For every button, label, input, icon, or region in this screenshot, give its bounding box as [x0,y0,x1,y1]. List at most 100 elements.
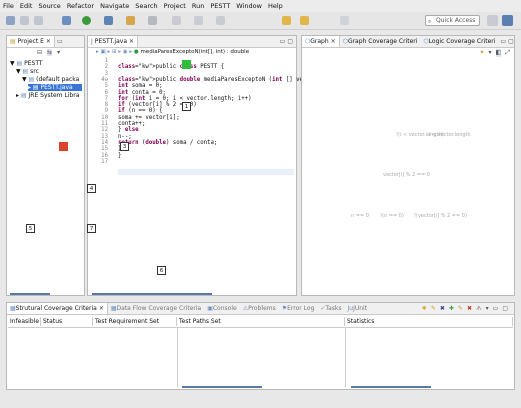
tree-item[interactable]: ▸ ▤ PESTT.java [28,84,82,91]
external-tools-icon[interactable] [104,16,113,25]
remove-icon[interactable]: ✖ [439,305,445,312]
new-icon[interactable] [6,16,15,25]
code-line[interactable]: conta++; [118,121,146,127]
menu-item-project[interactable]: Project [163,2,186,10]
code-line[interactable]: return (double) soma / conta; [118,139,218,146]
pencil-icon[interactable]: ✎ [430,305,436,312]
pestt-perspective-icon[interactable] [502,15,513,26]
tab-error-log[interactable]: ⚑ Error Log [279,303,318,314]
code-line[interactable]: } [118,152,122,159]
edit-icon[interactable]: ✎ [457,305,463,312]
refresh-graph-icon[interactable]: ✦ [479,49,485,56]
graph-node[interactable]: 3 [120,142,129,151]
close-icon[interactable]: ✕ [45,38,51,45]
graph-node[interactable]: 4 [87,184,96,193]
tree-item[interactable]: ▼ ▤ PESTT [10,60,43,67]
annotation-icon[interactable] [172,16,181,25]
menu-item-source[interactable]: Source [38,2,61,10]
code-line[interactable]: for (int i = 0; i < vector.length; i++) [118,95,252,102]
graph-node[interactable] [59,142,68,151]
run-icon[interactable] [82,16,91,25]
expand-arrow-icon[interactable]: ▼ [22,76,29,83]
menu-item-navigate[interactable]: Navigate [100,2,130,10]
tree-item[interactable]: ▼ ▤ (default packa [22,76,79,83]
code-line[interactable]: n--; [118,133,132,140]
link-icon[interactable]: ⤢ [505,49,510,56]
close-icon[interactable]: ✕ [98,305,104,312]
code-line[interactable]: } else [118,127,139,134]
next-annotation-icon[interactable] [194,16,203,25]
expand-arrow-icon[interactable]: ▸ [16,92,21,99]
menu-item-pestt[interactable]: PESTT [210,2,231,10]
tab-project-explorer[interactable]: ▤ Project E ✕ [7,36,55,47]
collapse-all-icon[interactable]: ⊟ [37,49,43,56]
tree-item[interactable]: ▼ ▤ src [16,68,39,75]
minimize-icon[interactable]: ▭ [56,38,63,45]
code-line[interactable]: int conta = 0; [118,89,166,96]
menu-item-search[interactable]: Search [135,2,158,10]
tab-tasks[interactable]: ✓ Tasks [317,303,344,314]
code-line[interactable]: if (vector[i] % 2 == 0) [118,102,197,109]
column-header[interactable]: Infeasible [10,317,41,326]
debug-icon[interactable] [62,16,71,25]
menu-item-file[interactable]: File [3,2,14,10]
close-icon[interactable]: ✕ [330,38,336,45]
pin-icon[interactable] [340,16,349,25]
minimize-icon[interactable]: ▭ [492,305,499,312]
column-header[interactable]: Status [41,317,93,326]
menu-item-edit[interactable]: Edit [19,2,33,10]
tree-item[interactable]: ▸ ▤ JRE System Libra [16,92,79,99]
horizontal-scrollbar[interactable] [182,386,262,388]
maximize-icon[interactable]: ▢ [508,38,514,45]
code-line[interactable]: } [118,146,121,152]
add-icon[interactable]: ✚ [448,305,454,312]
code-line[interactable]: soma += vector[i]; [118,114,180,121]
menu-item-window[interactable]: Window [236,2,262,10]
back-icon[interactable] [282,16,291,25]
close-icon[interactable]: ✕ [129,38,135,45]
column-header[interactable]: Statistics [345,317,513,326]
tab-graph[interactable]: ⬡ Graph✕ [302,36,340,47]
breadcrumb[interactable]: ▸ ▣ ▸ ⊞ ▸ ◉ ▸ ● mediaParesExceptoN(int[]… [96,49,250,55]
code-line[interactable]: if (n == 0) { [118,108,163,115]
horizontal-scrollbar[interactable] [351,386,431,388]
tab-data-flow-coverage-criteria[interactable]: ▦ Data Flow Coverage Criteria [108,303,204,314]
graph-node[interactable]: 7 [87,224,96,233]
tab-logic-coverage-criteri[interactable]: ⬡ Logic Coverage Criteri [420,36,498,47]
star-icon[interactable]: ✸ [421,305,427,312]
minimize-icon[interactable]: ▭ [500,38,507,45]
previous-annotation-icon[interactable] [216,16,225,25]
tab-graph-coverage-criteri[interactable]: ⬡ Graph Coverage Criteri [340,36,421,47]
maximize-icon[interactable]: ▢ [502,305,508,312]
graph-node[interactable]: 1 [182,102,191,111]
tab-pestt-java[interactable]: J PESTT.java ✕ [88,36,139,47]
maximize-icon[interactable]: ▢ [287,38,293,45]
menu-item-run[interactable]: Run [191,2,205,10]
tab-console[interactable]: ▣ Console [204,303,240,314]
delete-icon[interactable]: ✖ [466,305,472,312]
view-menu-icon[interactable]: ▾ [488,49,492,56]
expand-arrow-icon[interactable]: ▼ [16,68,23,75]
print-icon[interactable] [34,16,43,25]
forward-icon[interactable] [300,16,309,25]
view-menu-icon[interactable]: ▾ [485,305,489,312]
horizontal-scrollbar[interactable] [10,293,50,295]
menu-item-refactor[interactable]: Refactor [66,2,95,10]
horizontal-scrollbar[interactable] [92,293,212,295]
menu-item-help[interactable]: Help [267,2,283,10]
perspective-icon[interactable] [487,15,498,26]
view-menu-icon[interactable]: ▾ [57,49,61,56]
quick-access-input[interactable]: ⌕ Quick Access [425,15,480,26]
column-header[interactable]: Test Requirement Set [93,317,177,326]
expand-arrow-icon[interactable]: ▸ [28,84,33,91]
tab-strutural-coverage-criteria[interactable]: ▦ Strutural Coverage Criteria✕ [7,303,108,314]
code-line[interactable]: class="kw">public class PESTT { [118,64,225,71]
tab-problems[interactable]: ⚠ Problems [240,303,279,314]
graph-node[interactable]: 6 [157,266,166,275]
link-editor-icon[interactable]: ⇆ [47,49,53,56]
clear-icon[interactable]: ᗑ [475,305,482,312]
minimize-icon[interactable]: ▭ [279,38,286,45]
tab-junit[interactable]: Ju JUnit [344,303,370,314]
expand-arrow-icon[interactable]: ▼ [10,60,17,67]
